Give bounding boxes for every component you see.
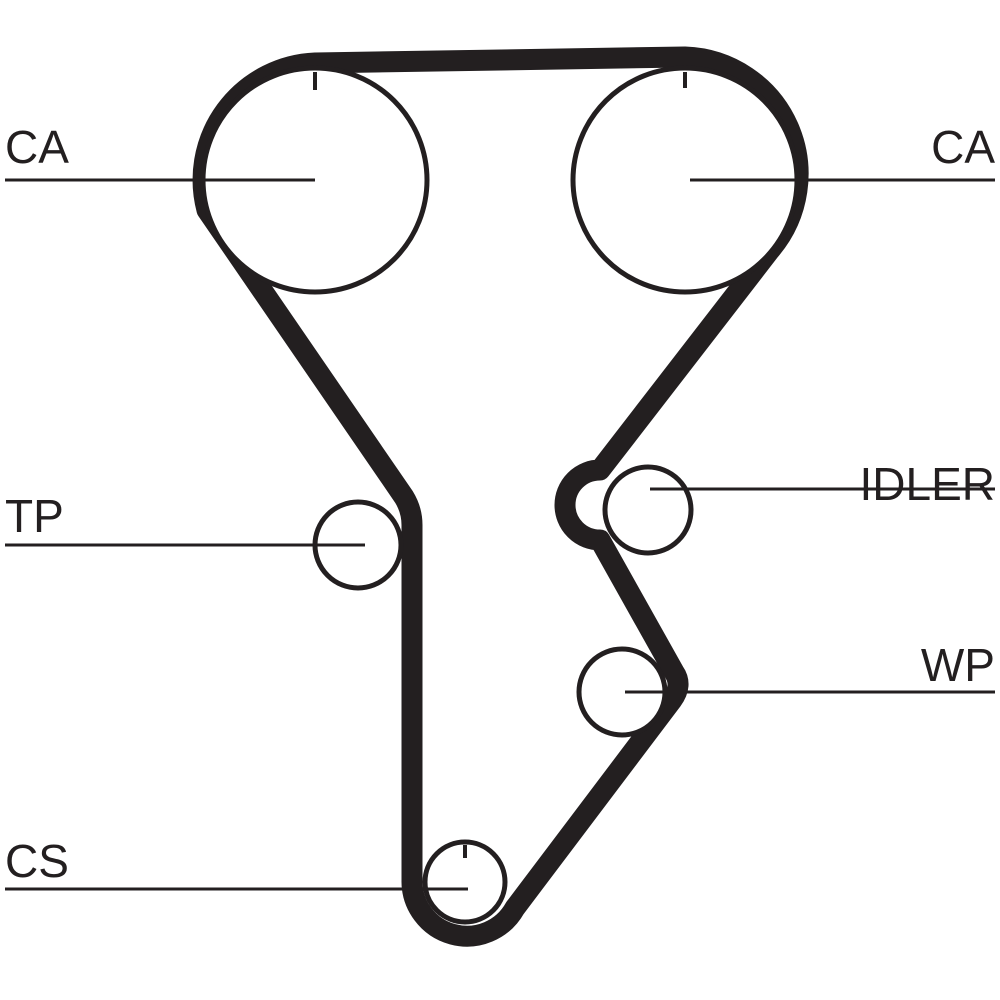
label-idler: IDLER xyxy=(860,458,995,510)
label-water-pump: WP xyxy=(921,639,995,691)
label-crankshaft: CS xyxy=(5,835,69,887)
label-cam-left: CA xyxy=(5,121,69,173)
label-cam-right: CA xyxy=(931,121,995,173)
crankshaft-pulley xyxy=(422,839,508,925)
idler-pulley xyxy=(602,464,694,556)
label-tensioner: TP xyxy=(5,490,64,542)
